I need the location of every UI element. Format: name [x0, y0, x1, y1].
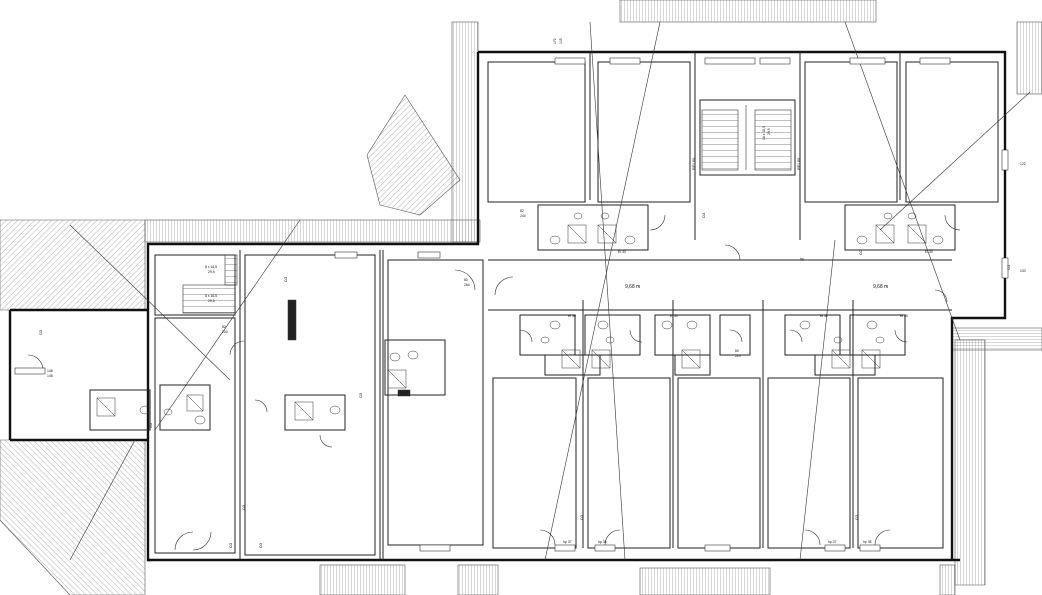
code-label: CO	[229, 543, 233, 548]
fire-door-label: EI 30	[900, 314, 908, 318]
sanitary-fixtures	[96, 212, 944, 425]
windows	[14, 57, 1009, 552]
plan-labels: 9,68 m 9,68 m EI 30 EI 30 EI 30 EI 30 EI…	[39, 38, 1026, 548]
window-dim-label: 172	[553, 38, 557, 44]
code-label: CO	[702, 213, 706, 218]
roof-lines	[69, 21, 1031, 561]
door-dim-label: 82	[222, 325, 226, 329]
stair-label: 29,5	[208, 299, 215, 303]
code-label: CO	[580, 515, 584, 520]
wall-rating-label: REI 60	[691, 157, 696, 170]
stair-label: 29,5	[767, 128, 771, 135]
stair-label: 8 x 16,5	[205, 265, 217, 269]
code-label: CO	[855, 515, 859, 520]
stair-label: 16 x 16,5	[762, 126, 766, 140]
window-dim-label: 105	[559, 38, 563, 44]
corridor-area-left: 9,68 m	[625, 284, 640, 290]
fire-door-label: EI 30	[820, 314, 828, 318]
fire-door-label: EI 30	[670, 314, 678, 318]
door-swings	[27, 214, 961, 551]
misc-label: hp 37	[563, 540, 572, 544]
stair-label: 29,5	[208, 270, 215, 274]
fire-door-label: EI 30	[925, 250, 933, 254]
left-staircase	[182, 254, 238, 314]
misc-label: hp 38	[598, 540, 607, 544]
code-label: CO	[859, 250, 863, 255]
door-dim-label: 244	[520, 214, 526, 218]
misc-label: hp 38	[863, 540, 872, 544]
door-dim-label: 82	[520, 209, 524, 213]
code-label: CO	[1007, 265, 1011, 270]
door-dim-label: 210	[735, 354, 741, 358]
code-label: CO	[149, 423, 153, 428]
misc-label: hp 37	[828, 540, 837, 544]
window-dim-label: 148	[47, 369, 53, 373]
corridor-area-right: 9,68 m	[873, 284, 888, 290]
code-label: CO	[359, 393, 363, 398]
code-label: CO	[242, 505, 246, 510]
misc-label: hp	[800, 257, 804, 261]
code-label: CO	[284, 277, 288, 282]
main-staircase	[701, 105, 792, 171]
code-label: CO	[259, 543, 263, 548]
interior-walls	[89, 52, 999, 560]
fire-door-label: EI 30	[618, 250, 626, 254]
door-dim-label: 80	[464, 278, 468, 282]
exterior-walls	[8, 50, 1007, 562]
window-dim-label: 122	[1020, 162, 1026, 166]
wall-rating-label: REI 60	[796, 157, 801, 170]
fire-door-label: EI 30	[568, 314, 576, 318]
door-dim-label: 200	[222, 330, 228, 334]
stair-label: 8 x 16,5	[205, 294, 217, 298]
door-dim-label: 80	[735, 349, 739, 353]
window-dim-label: 145	[47, 374, 53, 378]
door-dim-label: 264	[464, 283, 470, 287]
window-dim-label: 133	[1020, 269, 1026, 273]
code-label: CO	[39, 330, 43, 335]
